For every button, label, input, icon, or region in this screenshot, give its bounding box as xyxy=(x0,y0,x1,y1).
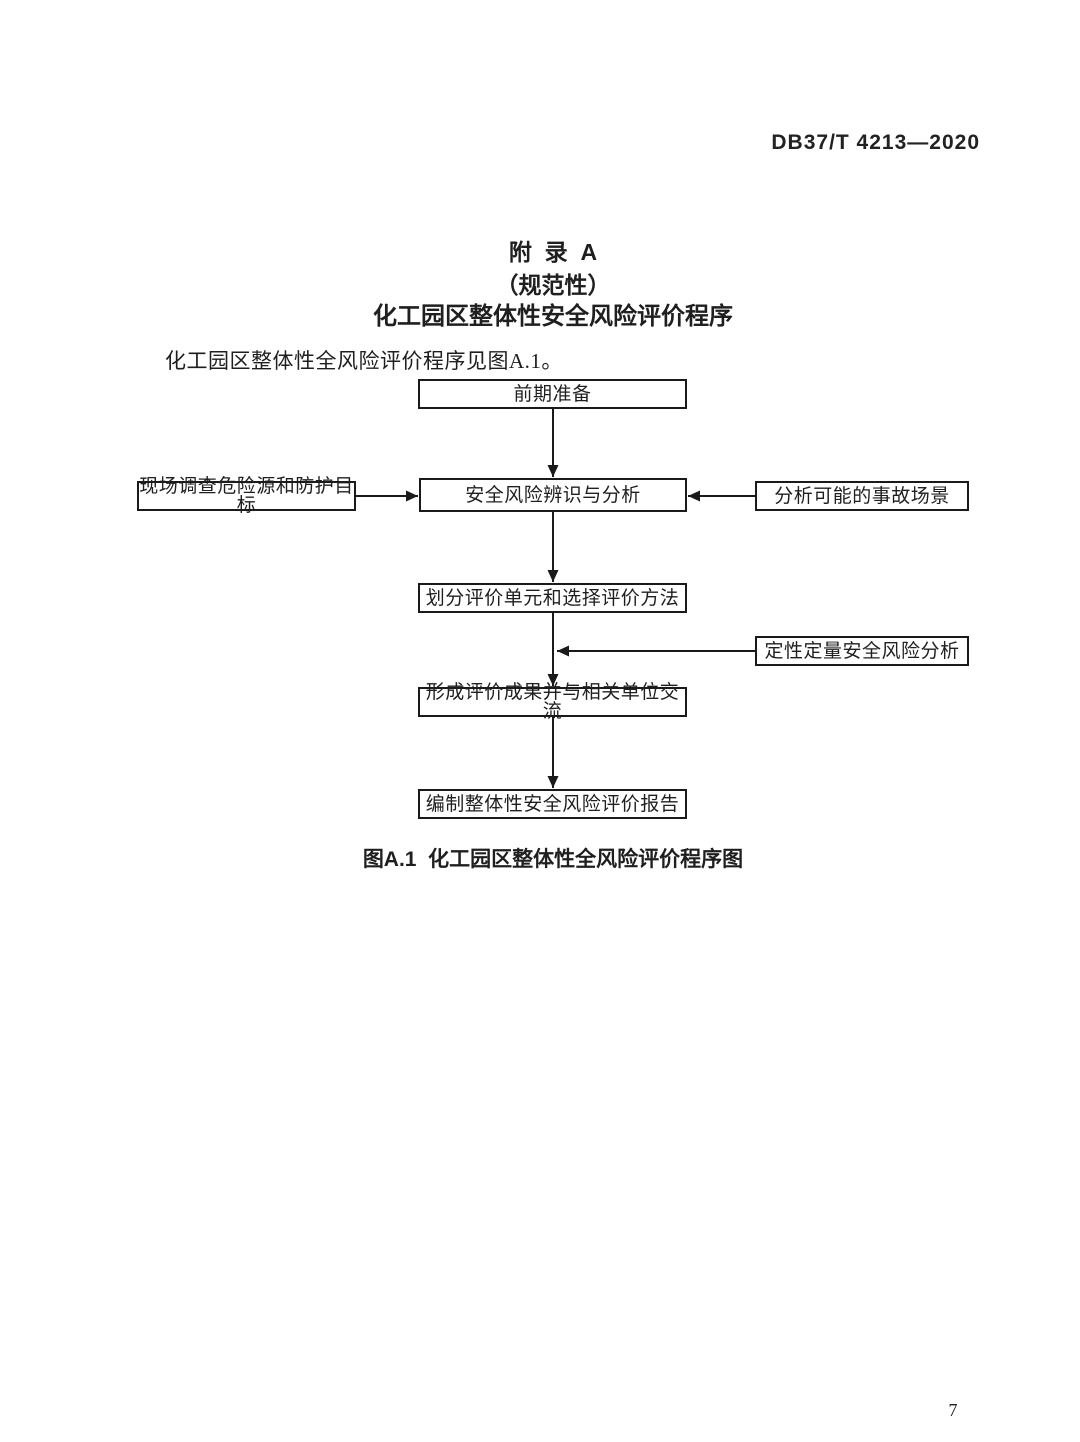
flow-node-report: 编制整体性安全风险评价报告 xyxy=(418,789,687,819)
appendix-normative-label: （规范性） xyxy=(495,272,611,298)
flow-node-preparation: 前期准备 xyxy=(418,379,687,409)
figure-caption: 图A.1 化工园区整体性全风险评价程序图 xyxy=(362,848,744,871)
flow-node-site-survey: 现场调查危险源和防护目标 xyxy=(137,477,356,515)
standard-number: DB37/T 4213—2020 xyxy=(771,131,980,154)
intro-paragraph: 化工园区整体性全风险评价程序见图A.1。 xyxy=(165,349,563,373)
flow-node-evaluation-units: 划分评价单元和选择评价方法 xyxy=(418,583,687,613)
flow-node-accident-scenarios: 分析可能的事故场景 xyxy=(755,481,969,511)
appendix-subject-title: 化工园区整体性安全风险评价程序 xyxy=(373,303,733,330)
page-number: 7 xyxy=(948,1400,958,1420)
flow-node-risk-identification: 安全风险辨识与分析 xyxy=(419,478,687,512)
flow-node-qual-quant-analysis: 定性定量安全风险分析 xyxy=(755,636,969,666)
flow-node-results-exchange: 形成评价成果并与相关单位交流 xyxy=(418,683,687,721)
appendix-title: 附 录 A xyxy=(508,239,598,265)
